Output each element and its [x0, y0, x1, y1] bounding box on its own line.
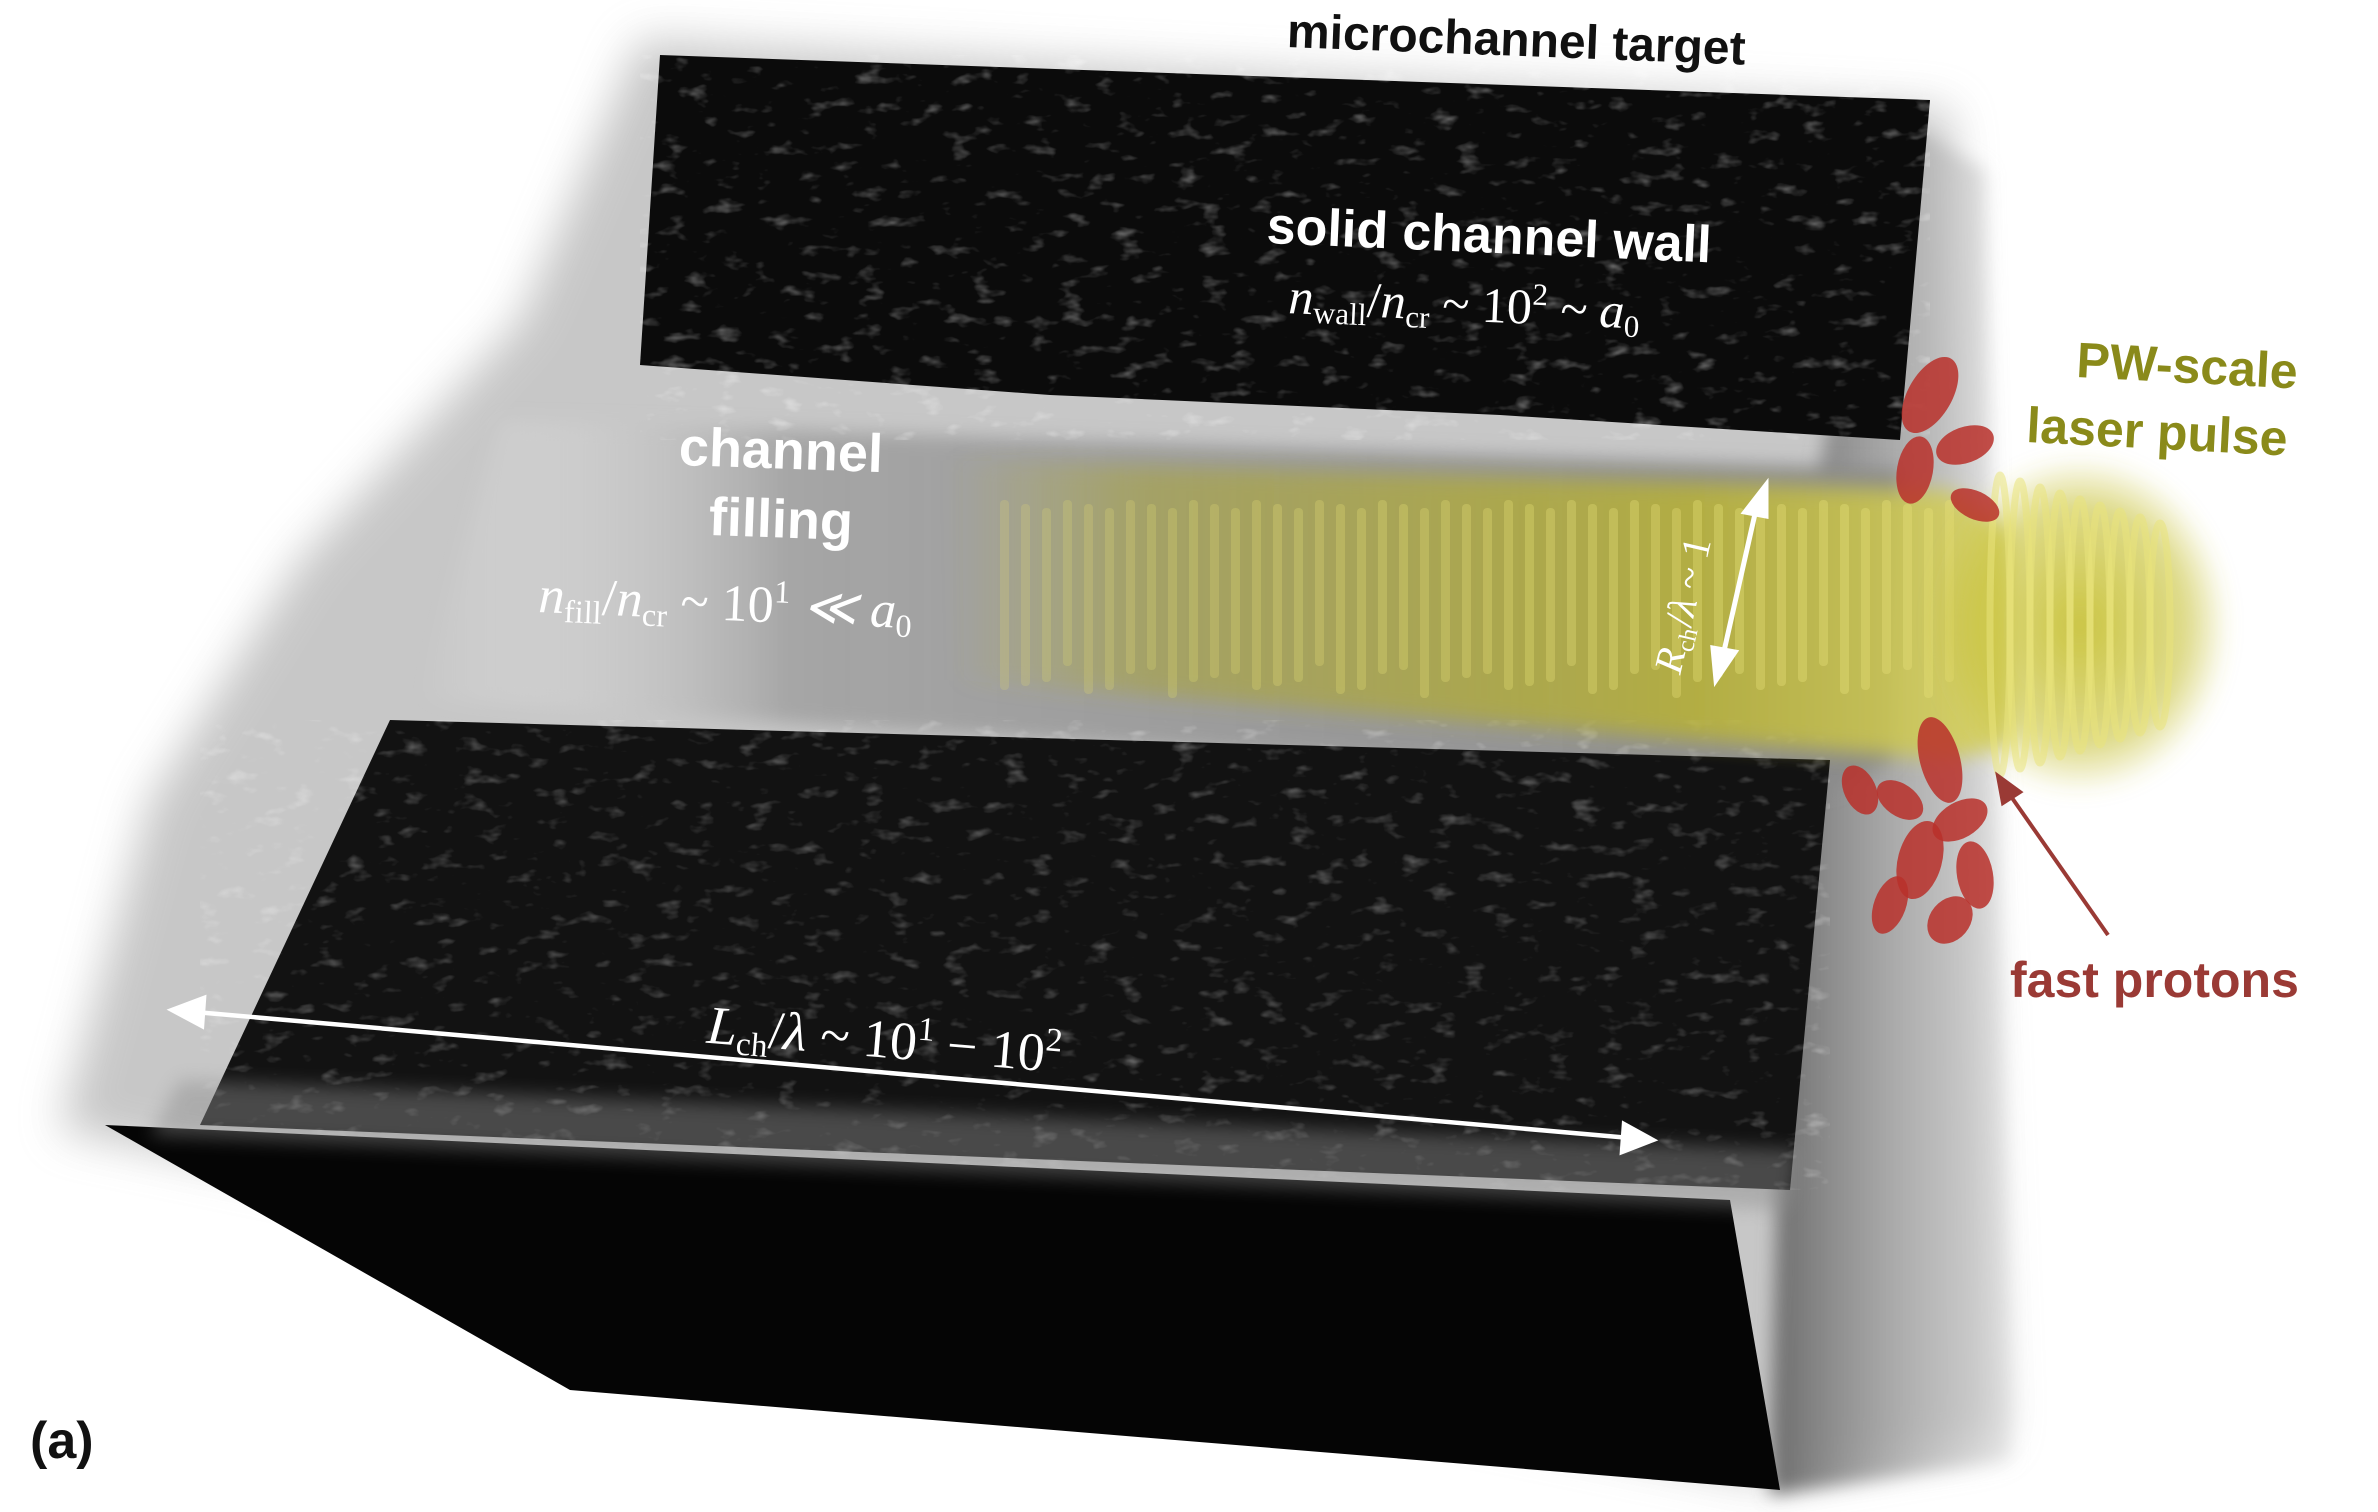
laser-band [1882, 500, 1891, 674]
laser-band [1231, 508, 1240, 674]
laser-band [1651, 504, 1660, 670]
laser-band [1672, 508, 1681, 698]
laser-band [1588, 504, 1597, 694]
proton-blob [1876, 780, 1924, 820]
laser-band [1714, 504, 1723, 678]
laser-band [1567, 500, 1576, 666]
laser-band [1189, 500, 1198, 682]
laser-band [1630, 500, 1639, 674]
upper-wall-texture [640, 55, 1930, 440]
laser-band [1315, 500, 1324, 666]
laser-band [1042, 508, 1051, 682]
proton-blob [1932, 798, 1988, 842]
laser-label-line1: PW-scale [2075, 332, 2300, 400]
proton-blob [1896, 820, 1944, 900]
laser-band [1105, 508, 1114, 690]
laser-band [1546, 508, 1555, 682]
laser-band [1378, 500, 1387, 674]
proton-blob [1956, 841, 1994, 909]
laser-band [1504, 500, 1513, 690]
lower-wall-edge-light [150, 1080, 1800, 1210]
fast-protons-label: fast protons [2010, 952, 2299, 1008]
panel-label: (a) [30, 1412, 94, 1470]
laser-band [1777, 504, 1786, 686]
pulse-wavefront [2146, 519, 2174, 731]
laser-band [1756, 500, 1765, 690]
laser-band [1126, 500, 1135, 674]
laser-band [1483, 508, 1492, 674]
laser-pulse-wavefronts [1986, 471, 2174, 779]
laser-band [1063, 500, 1072, 666]
lower-wall-front [105, 1125, 1780, 1490]
radius-arrow [1710, 477, 1769, 688]
laser-band [1147, 504, 1156, 670]
laser-band [1861, 508, 1870, 690]
proton-blob [1896, 436, 1934, 504]
laser-band [1819, 500, 1828, 666]
proton-blob [1901, 357, 1959, 433]
proton-blob [1936, 425, 1994, 465]
laser-band [1903, 504, 1912, 670]
laser-band [1798, 508, 1807, 682]
proton-blob [1917, 717, 1963, 803]
laser-band [1420, 508, 1429, 698]
lower-wall-texture [200, 720, 1830, 1190]
laser-band [1084, 504, 1093, 694]
laser-band [1462, 504, 1471, 678]
proton-blob [1871, 876, 1909, 934]
proton-blob [1950, 488, 2000, 522]
laser-band [1294, 508, 1303, 682]
channel-filling-label-line1: channel [678, 417, 885, 485]
fast-proton-blobs [1841, 357, 2000, 944]
laser-label-line2: laser pulse [2025, 397, 2290, 467]
laser-band [1021, 504, 1030, 686]
length-arrow [166, 994, 1659, 1156]
laser-band [1357, 508, 1366, 690]
laser-band [1336, 504, 1345, 694]
laser-band [1000, 500, 1009, 690]
laser-band [1210, 504, 1219, 678]
proton-blob [1841, 765, 1879, 815]
laser-band [1840, 504, 1849, 694]
laser-field-bands [1000, 500, 1954, 698]
laser-band [1399, 504, 1408, 670]
laser-band [1924, 508, 1933, 698]
laser-band [1168, 508, 1177, 698]
proton-blob [1927, 896, 1973, 944]
laser-band [1693, 500, 1702, 682]
laser-beam [950, 460, 2010, 760]
channel-filling-label-line2: filling [708, 487, 854, 552]
laser-band [1609, 508, 1618, 690]
laser-band [1525, 504, 1534, 686]
laser-band [1273, 504, 1282, 686]
proton-pointer-arrow [1995, 771, 2110, 937]
laser-band [1441, 500, 1450, 682]
laser-band [1252, 500, 1261, 690]
